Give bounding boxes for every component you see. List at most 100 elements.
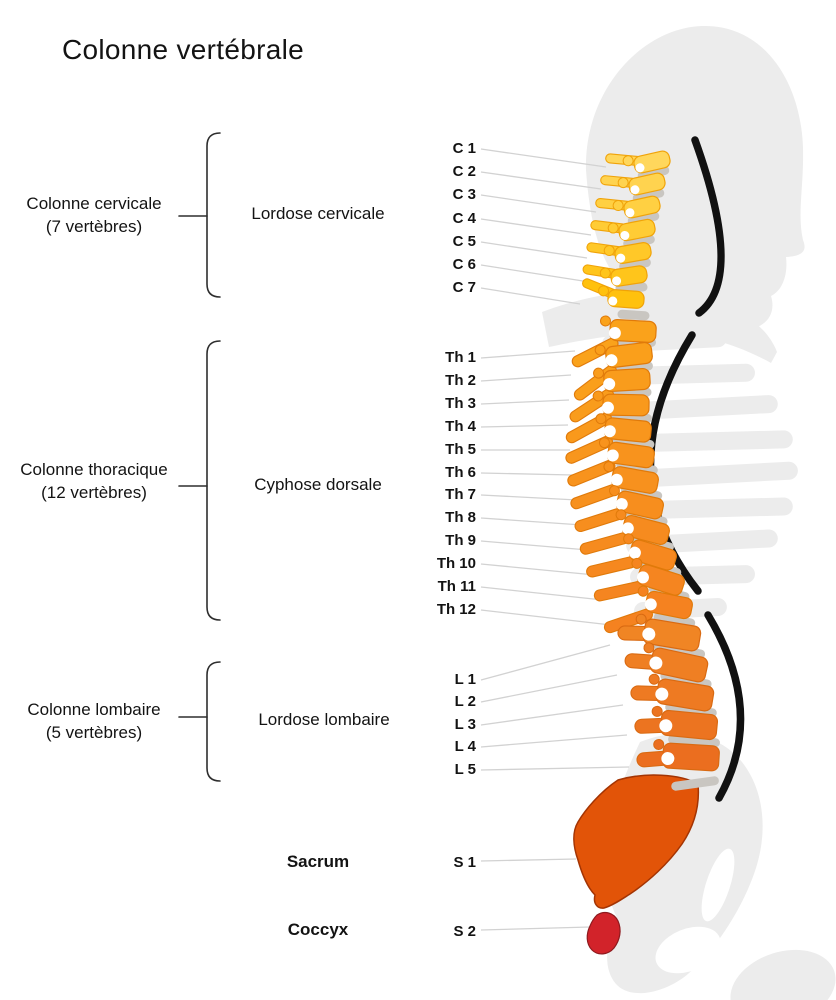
vertebra-l4 bbox=[634, 705, 719, 741]
vertebra-notch bbox=[612, 276, 622, 286]
vertebra-c1 bbox=[605, 150, 671, 174]
vertebra-notch bbox=[625, 208, 635, 218]
vertebra-label-th5: Th 5 bbox=[445, 441, 476, 458]
vertebra-notch bbox=[661, 752, 675, 766]
vertebra-knob bbox=[635, 613, 647, 625]
bracket-thoracic bbox=[206, 340, 221, 621]
vertebra-label-c5: C 5 bbox=[452, 233, 476, 250]
sacrum-label: Sacrum bbox=[286, 852, 350, 871]
vertebra-label-th11: Th 11 bbox=[437, 578, 476, 595]
vertebra-l5 bbox=[636, 738, 720, 772]
vertebra-notch bbox=[615, 498, 628, 511]
vertebra-knob bbox=[598, 437, 610, 449]
rib-stripe bbox=[610, 395, 778, 421]
leader-line bbox=[480, 734, 628, 748]
vertebra-knob bbox=[608, 485, 620, 497]
section-label-cervical: Colonne cervicale (7 vertèbres) bbox=[6, 193, 182, 238]
vertebra-l2 bbox=[624, 642, 709, 683]
vertebrae bbox=[565, 150, 720, 772]
vertebra-notch bbox=[608, 327, 621, 340]
section-label-cervical-line1: Colonne cervicale bbox=[26, 194, 162, 213]
leader-line bbox=[480, 264, 584, 282]
vertebra-notch bbox=[601, 401, 614, 414]
vertebra-th10 bbox=[586, 533, 677, 578]
vertebra-label-th7: Th 7 bbox=[445, 486, 476, 503]
rib-stripe bbox=[618, 461, 798, 489]
vertebra-notch bbox=[610, 473, 623, 486]
vertebra-c6 bbox=[582, 264, 648, 287]
vertebra-knob bbox=[637, 585, 649, 597]
vertebra-notch bbox=[635, 163, 645, 173]
vertebra-notch bbox=[603, 378, 616, 391]
vertebra-notch bbox=[605, 354, 618, 367]
vertebra-notch bbox=[621, 522, 634, 535]
vertebra-notch bbox=[644, 598, 657, 611]
vertebra-notch bbox=[628, 546, 641, 559]
vertebra-knob bbox=[595, 413, 607, 425]
leader-line bbox=[480, 374, 572, 382]
coccyx-label: Coccyx bbox=[287, 920, 349, 939]
femur-silhouette bbox=[730, 949, 836, 1000]
vertebra-label-l4: L 4 bbox=[454, 738, 476, 755]
vertebra-label-l3: L 3 bbox=[454, 716, 476, 733]
vertebra-notch bbox=[608, 296, 618, 306]
curve-label-cervical-lordosis: Lordose cervicale bbox=[251, 204, 385, 223]
leader-line bbox=[480, 540, 589, 551]
vertebra-th1 bbox=[571, 315, 657, 368]
vertebra-label-th9: Th 9 bbox=[445, 532, 476, 549]
vertebra-knob bbox=[653, 738, 665, 750]
vertebra-notch bbox=[659, 719, 673, 733]
disc bbox=[653, 612, 696, 628]
leader-line bbox=[480, 586, 604, 601]
vertebra-label-c2: C 2 bbox=[452, 163, 476, 180]
vertebra-label-th3: Th 3 bbox=[445, 395, 476, 412]
vertebra-notch bbox=[655, 687, 669, 701]
section-label-cervical-line2: (7 vertèbres) bbox=[45, 216, 143, 236]
vertebra-notch bbox=[630, 185, 640, 195]
vertebra-body bbox=[607, 289, 645, 309]
leader-line bbox=[480, 350, 576, 359]
vertebra-knob bbox=[631, 557, 643, 569]
vertebra-label-c6: C 6 bbox=[452, 256, 476, 273]
bracket-lumbar bbox=[206, 661, 221, 782]
vertebra-knob bbox=[615, 509, 627, 521]
vertebra-process bbox=[593, 581, 645, 602]
leader-line bbox=[480, 399, 570, 405]
curve-label-dorsal-kyphosis: Cyphose dorsale bbox=[254, 475, 382, 494]
vertebra-notch bbox=[616, 253, 626, 263]
leader-line bbox=[480, 644, 611, 681]
vertebra-c3 bbox=[595, 195, 661, 219]
leader-line bbox=[480, 194, 597, 213]
leader-line bbox=[480, 563, 596, 576]
section-label-lumbar: Colonne lombaire (5 vertèbres) bbox=[6, 699, 182, 744]
vertebra-knob bbox=[607, 222, 619, 234]
section-brackets bbox=[178, 132, 221, 782]
section-label-lumbar-line1: Colonne lombaire bbox=[27, 700, 161, 719]
vertebra-knob bbox=[603, 245, 615, 257]
vertebra-th7 bbox=[570, 461, 659, 510]
vertebra-knob bbox=[593, 367, 605, 379]
section-label-thoracic-line2: (12 vertèbres) bbox=[41, 482, 147, 502]
vertebra-notch bbox=[603, 425, 616, 438]
leader-line bbox=[480, 494, 578, 501]
vertebra-label-l5: L 5 bbox=[454, 761, 476, 778]
sacrum-coccyx bbox=[573, 774, 700, 955]
leader-line bbox=[480, 609, 612, 626]
leader-line bbox=[480, 674, 618, 703]
shoulder-silhouette bbox=[542, 290, 777, 363]
vertebra-label-th1: Th 1 bbox=[445, 349, 476, 366]
leader-line bbox=[480, 424, 569, 428]
vertebra-label-th8: Th 8 bbox=[445, 509, 476, 526]
vertebra-label-l1: L 1 bbox=[454, 671, 476, 688]
disc bbox=[671, 776, 719, 791]
vertebra-label-l2: L 2 bbox=[454, 693, 476, 710]
pelvis-notch bbox=[701, 848, 735, 922]
section-label-lumbar-line2: (5 vertèbres) bbox=[45, 722, 143, 742]
vertebra-th6 bbox=[567, 437, 655, 487]
vertebra-process bbox=[586, 556, 637, 578]
lumbar-lordosis-arc bbox=[704, 611, 745, 802]
leader-line bbox=[480, 171, 602, 190]
vertebra-knob bbox=[599, 267, 611, 279]
